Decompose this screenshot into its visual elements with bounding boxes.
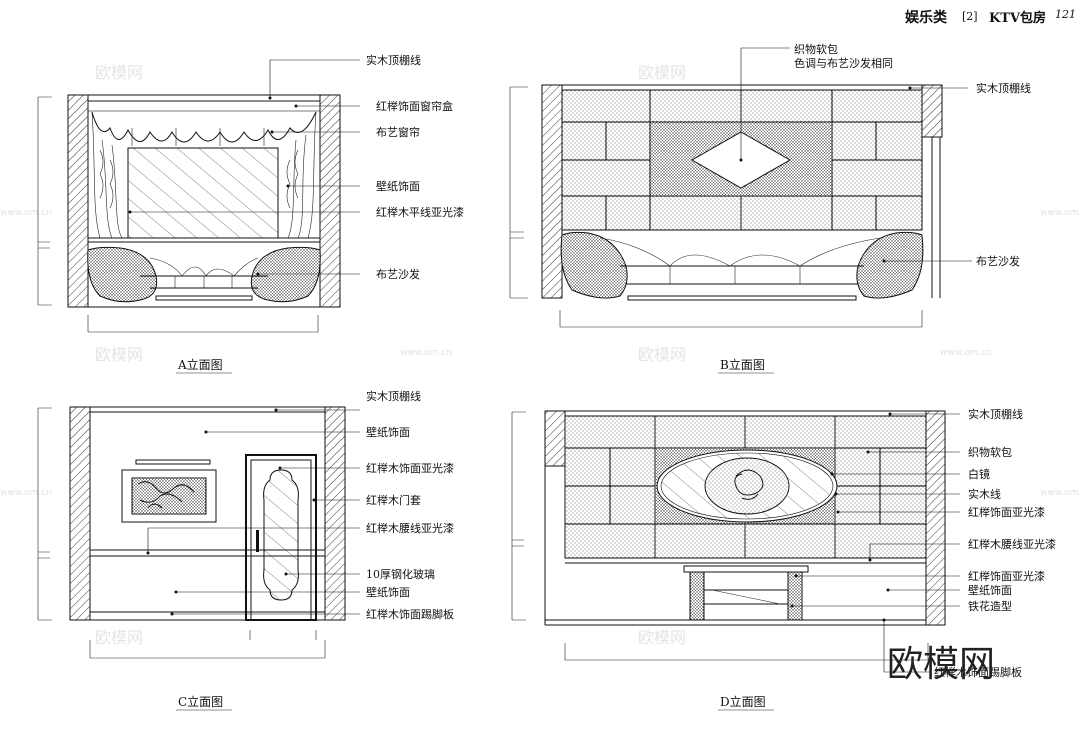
annotation-leaders: [790, 412, 960, 673]
watermark-url: www.om.cn: [1040, 488, 1082, 498]
wall-section-right: [324, 406, 346, 621]
ornament-oval: [704, 457, 790, 515]
header-subtitle: KTV包房: [989, 10, 1046, 26]
watermark-url: www.om.cn: [940, 348, 992, 358]
dimension-line: [511, 411, 526, 621]
annotation-leaders: [739, 47, 972, 263]
elevation-d: 实木顶棚线 织物软包 白镜 实木线 红榉饰面亚光漆 红榉木腰线亚光漆 红榉饰面亚…: [511, 407, 1056, 711]
annotation-label: 实木顶棚线: [976, 81, 1031, 95]
annotation-label: 壁纸饰面: [366, 425, 410, 439]
ceiling-molding-icon: [561, 84, 923, 91]
annotation-label: 红榉饰面亚光漆: [968, 505, 1045, 519]
picture-light: [135, 459, 211, 465]
sofa-icon: [560, 231, 924, 301]
dimension-line: [87, 315, 319, 333]
ceiling-molding-icon: [87, 94, 321, 102]
annotation-label: 壁纸饰面: [366, 585, 410, 599]
annotation-label: 红榉木腰线亚光漆: [968, 537, 1056, 551]
annotation-label: 红榉木平线亚光漆: [376, 205, 464, 219]
page-number: 121: [1055, 8, 1076, 21]
annotation-label: 色调与布艺沙发相同: [794, 56, 893, 70]
dimension-line: [559, 310, 923, 328]
watermark-url: www.om.cn: [1040, 208, 1082, 218]
elevation-caption: A立面图: [177, 357, 223, 372]
annotation-label: 织物软包: [794, 42, 838, 56]
watermark-url: www.om.cn: [400, 348, 452, 358]
watermark-text: 欧模网: [95, 63, 143, 82]
dimension-line: [564, 643, 929, 661]
annotation-label: 布艺窗帘: [376, 125, 420, 139]
header-title: 娱乐类: [905, 9, 948, 26]
wall-section-right: [925, 410, 946, 626]
wall-section-left: [67, 94, 89, 308]
dimension-line: [509, 86, 528, 299]
ceiling-molding-icon: [564, 410, 927, 417]
sofa-icon: [87, 246, 321, 303]
annotation-label: 壁纸饰面: [968, 583, 1012, 597]
wall-section-left: [541, 84, 563, 299]
annotation-label: 红榉木腰线亚光漆: [366, 521, 454, 535]
annotation-label: 实木顶棚线: [968, 407, 1023, 421]
ornament-motif: [734, 469, 764, 500]
annotation-label: 红榉木饰面亚光漆: [366, 461, 454, 475]
ironwork-icon: [683, 565, 809, 621]
window-glass: [127, 147, 279, 239]
annotation-label: 红榉木门套: [366, 493, 421, 507]
annotation-leaders: [128, 59, 360, 276]
elevation-caption: D立面图: [720, 694, 766, 709]
watermark-text: 欧模网: [638, 345, 686, 364]
panel-grid: [562, 90, 922, 230]
pelmet: [87, 100, 321, 112]
wall-section-left: [69, 406, 91, 621]
watermark-layer: 欧模网 欧模网 欧模网 欧模网 欧模网 欧模网 www.om.cn www.om…: [0, 63, 1082, 647]
annotation-label: 红榉饰面亚光漆: [968, 569, 1045, 583]
watermark-text: 欧模网: [95, 345, 143, 364]
annotation-label: 实木线: [968, 487, 1001, 501]
wall-section-right: [921, 84, 943, 138]
watermark-url: www.om.cn: [0, 488, 52, 498]
curtain-icon: [91, 111, 317, 239]
annotation-label: 红榉木饰面踢脚板: [366, 607, 454, 621]
annotation-label: 壁纸饰面: [376, 179, 420, 193]
ceiling-molding-icon: [89, 406, 326, 413]
annotation-label: 布艺沙发: [976, 254, 1020, 268]
elevation-c: 实木顶棚线 壁纸饰面 红榉木饰面亚光漆 红榉木门套 红榉木腰线亚光漆 10厚钢化…: [37, 389, 454, 711]
wall-section-left: [544, 410, 566, 467]
watermark-text: 欧模网: [638, 628, 686, 647]
watermark-url: www.om.cn: [0, 208, 52, 218]
wall-section-right: [319, 94, 341, 308]
annotation-label: 铁花造型: [968, 599, 1012, 613]
dimension-line: [37, 407, 52, 621]
dimension-line: [89, 630, 326, 659]
annotation-label: 红榉木饰面踢脚板: [934, 665, 1022, 679]
picture-artwork: [131, 477, 207, 515]
annotation-label: 布艺沙发: [376, 267, 420, 281]
annotation-leaders: [146, 408, 360, 616]
watermark-text: 欧模网: [638, 63, 686, 82]
dimension-line: [37, 96, 52, 306]
annotation-label: 实木顶棚线: [366, 389, 421, 403]
annotation-label: 10厚钢化玻璃: [366, 567, 435, 581]
annotation-label: 实木顶棚线: [366, 53, 421, 67]
watermark-text: 欧模网: [95, 628, 143, 647]
artwork-pattern: [137, 481, 195, 509]
annotation-label: 白镜: [968, 467, 990, 481]
elevation-a: 实木顶棚线 红榉饰面窗帘盒 布艺窗帘 壁纸饰面 红榉木平线亚光漆 布艺沙发 A立…: [37, 53, 464, 374]
door-icon: [245, 454, 317, 621]
header-index: [2]: [962, 10, 978, 23]
elevation-caption: B立面图: [720, 357, 765, 372]
picture-frame: [121, 469, 217, 523]
elevation-caption: C立面图: [178, 694, 223, 709]
sheet-header: 娱乐类 [2] KTV包房 121: [905, 8, 1076, 26]
elevation-b: 织物软包 色调与布艺沙发相同 实木顶棚线 布艺沙发 B立面图: [509, 42, 1031, 374]
annotation-label: 织物软包: [968, 445, 1012, 459]
brand-watermark: 欧模网: [887, 644, 995, 685]
annotation-label: 红榉饰面窗帘盒: [376, 99, 453, 113]
